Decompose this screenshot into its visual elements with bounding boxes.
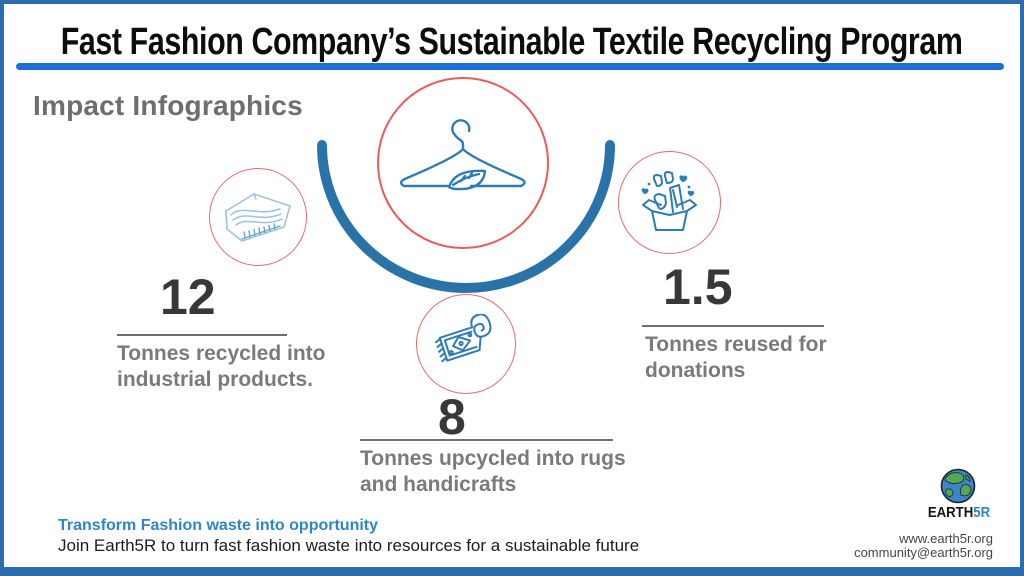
reused-label: Tonnes reused for donations [645, 333, 827, 382]
reused-value: 1.5 [663, 259, 733, 315]
donation-box-icon [641, 170, 697, 231]
recycled-label: Tonnes recycled into industrial products… [117, 342, 326, 391]
globe-icon [940, 468, 976, 504]
reused-circle [618, 151, 721, 254]
hanger-leaf-icon [399, 119, 526, 191]
rug-icon [434, 314, 492, 363]
industrial-product-icon [225, 193, 291, 242]
upcycled-label: Tonnes upcycled into rugs and handicraft… [360, 447, 626, 496]
website-url: www.earth5r.org [899, 531, 993, 546]
recycled-divider [117, 334, 287, 336]
cta-text: Join Earth5R to turn fast fashion waste … [58, 536, 640, 555]
email-address: community@earth5r.org [854, 545, 993, 560]
recycled-value: 12 [160, 269, 216, 325]
semi-circle-arc [317, 140, 615, 293]
upcycled-circle [416, 294, 516, 394]
hanger-circle [377, 77, 549, 249]
recycled-circle [209, 168, 307, 266]
upcycled-divider [360, 439, 613, 441]
logo-5r-text: 5R [973, 504, 991, 521]
cta-title: Transform Fashion waste into opportunity [58, 517, 379, 534]
title-bar: Fast Fashion Company’s Sustainable Texti… [4, 18, 1020, 66]
section-heading: Impact Infographics [33, 90, 303, 121]
title-underline [16, 63, 1004, 70]
reused-divider [642, 325, 824, 327]
earth5r-wordmark: EARTH5R [922, 504, 996, 521]
upcycled-value: 8 [438, 389, 466, 445]
logo-earth-text: EARTH [927, 504, 974, 521]
page-title: Fast Fashion Company’s Sustainable Texti… [61, 20, 963, 63]
